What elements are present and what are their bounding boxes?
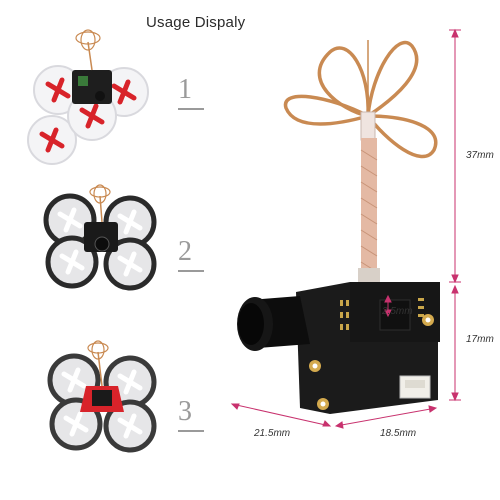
dimension-height-board: 17mm — [466, 334, 494, 345]
camera-vtx-module — [237, 40, 440, 414]
usage-display-title: Usage Dispaly — [146, 14, 246, 31]
dimension-width-left: 21.5mm — [254, 428, 291, 439]
dimension-width-right: 18.5mm — [380, 428, 417, 439]
step-number-1: 1 — [178, 74, 204, 110]
dimension-height-total: 37mm — [466, 150, 494, 161]
step-number-3: 3 — [178, 396, 204, 432]
dimension-gap: 2.5mm — [382, 306, 413, 317]
dimension-lines — [230, 28, 461, 429]
drone-red-gray — [47, 340, 157, 453]
drone-white-red — [27, 29, 149, 165]
cloverleaf-antenna — [283, 40, 438, 159]
step-number-2: 2 — [178, 236, 204, 272]
drone-dark — [43, 184, 157, 291]
